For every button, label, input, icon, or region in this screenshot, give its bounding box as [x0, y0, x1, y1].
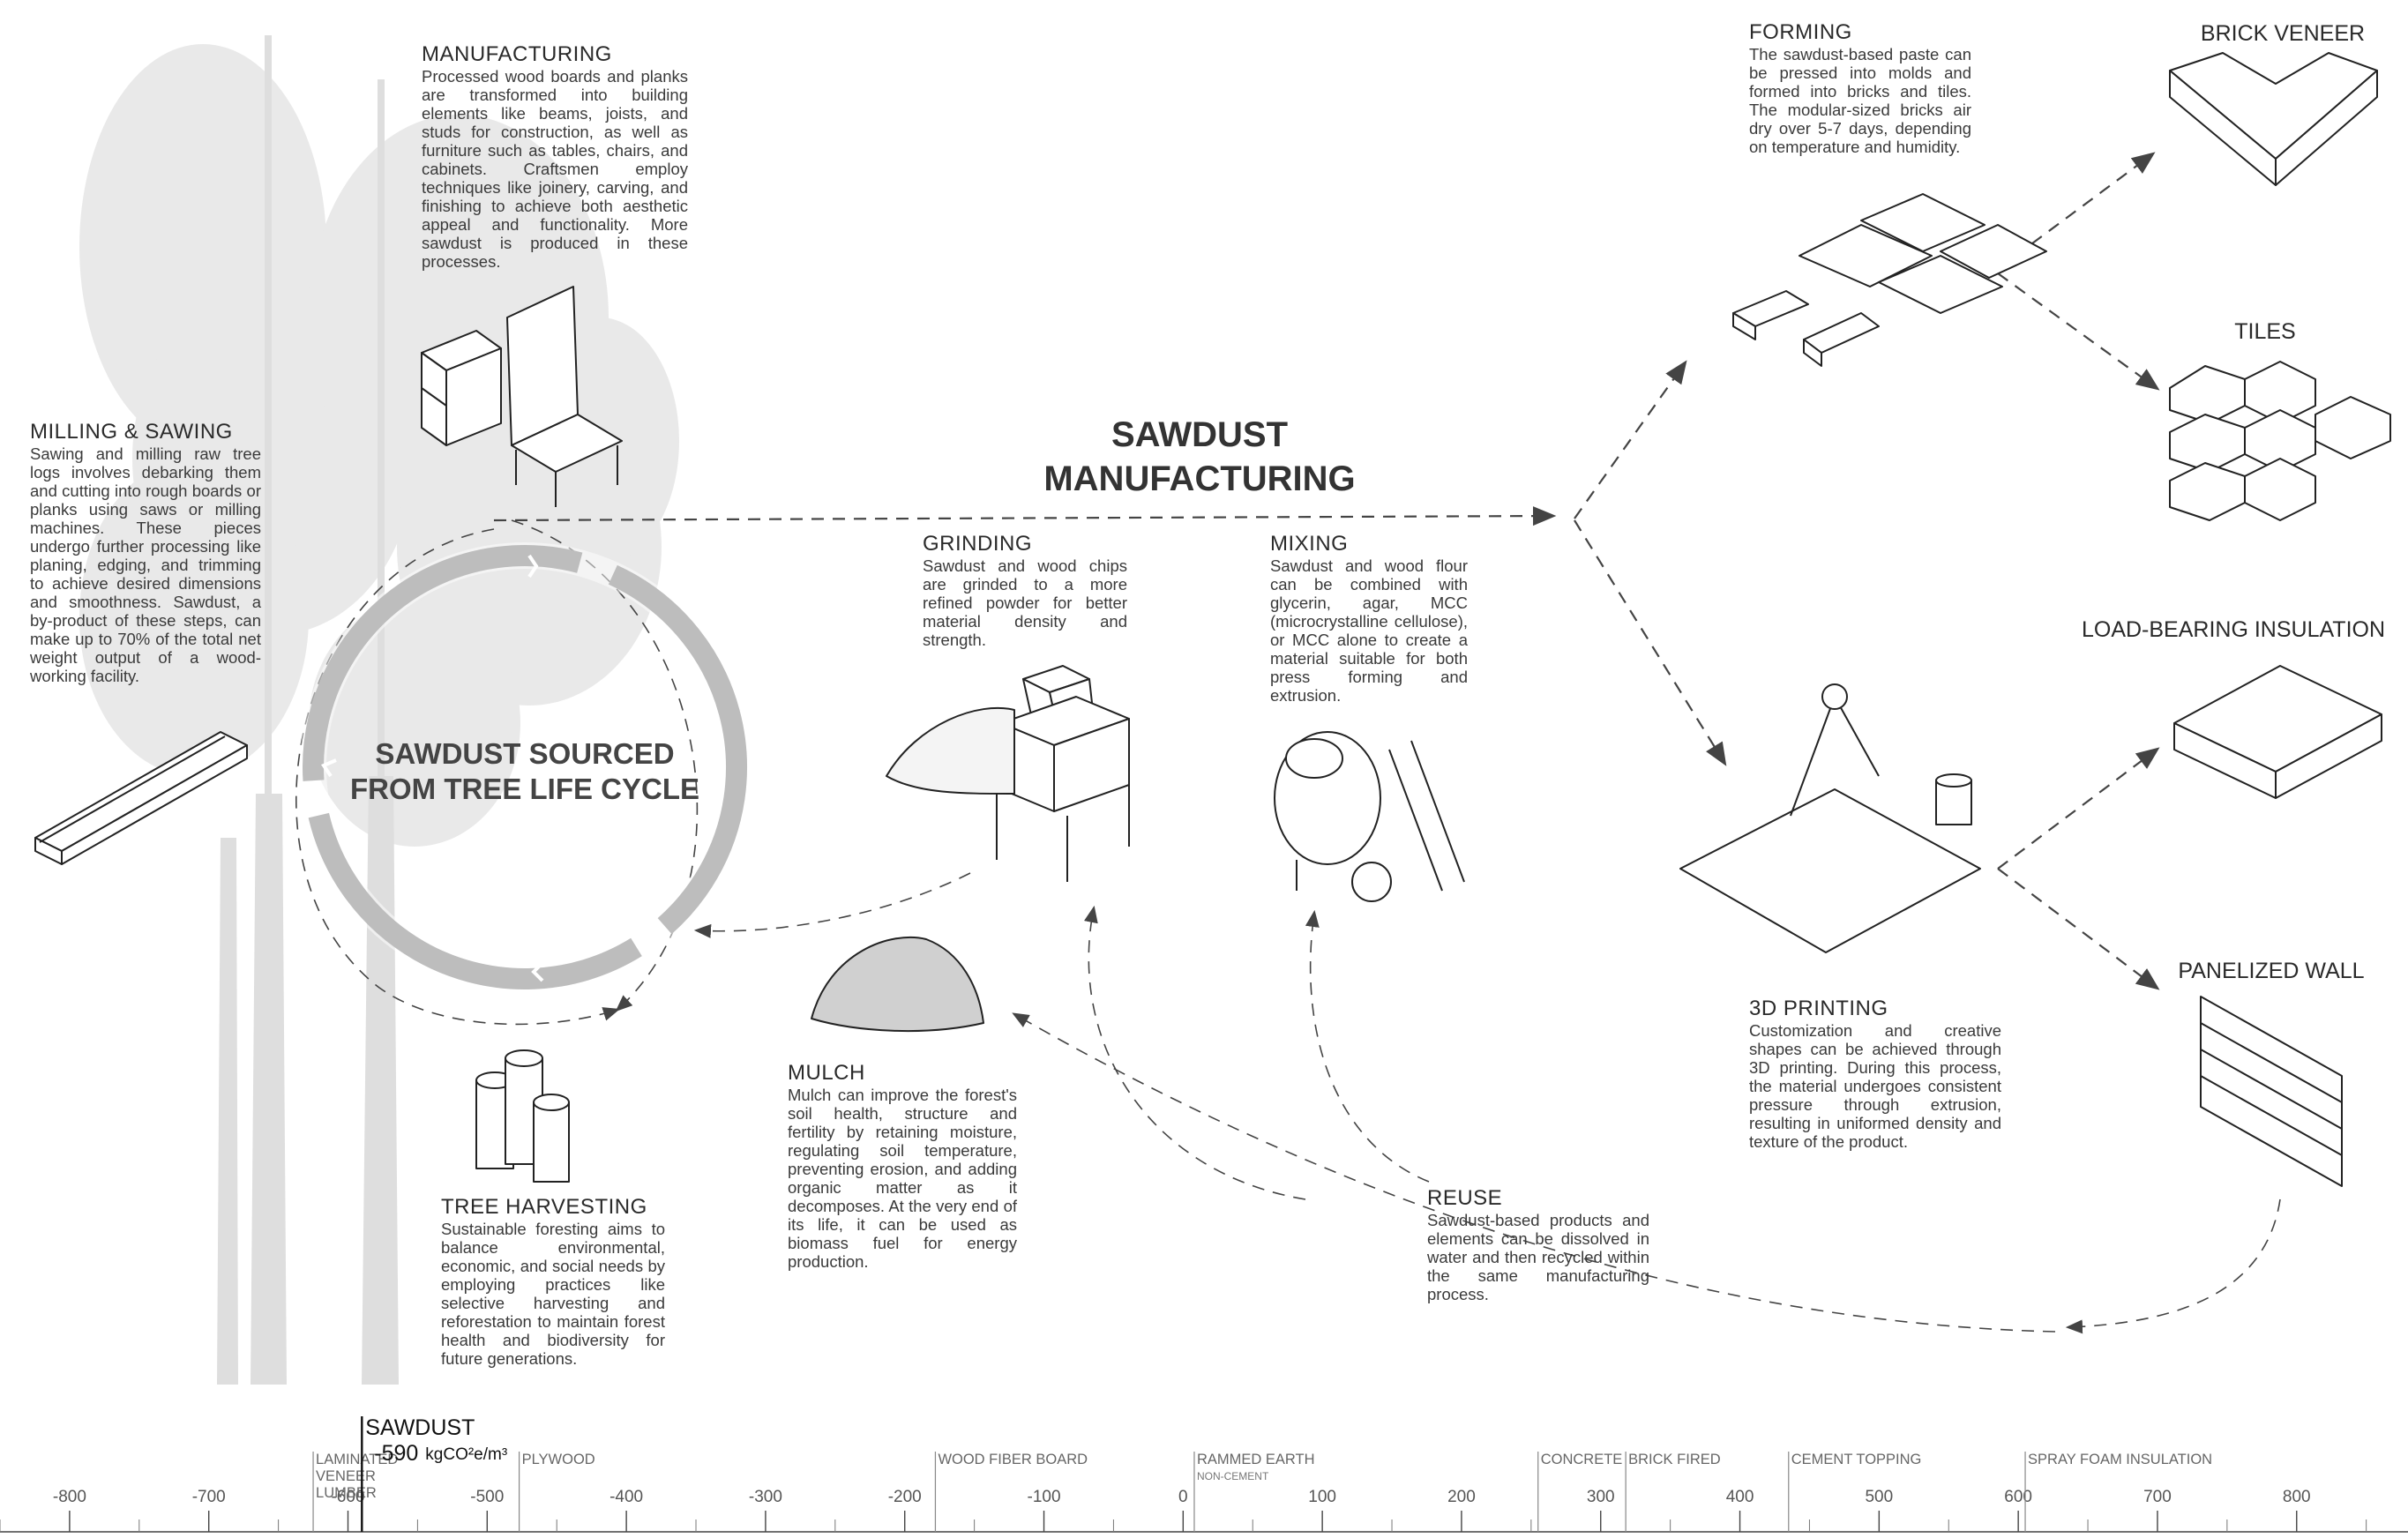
scale-tick-label: -700 — [192, 1488, 226, 1506]
section-body: Sawdust-based products and elements can … — [1427, 1211, 1649, 1303]
label-panelized-wall: PANELIZED WALL — [2178, 959, 2365, 983]
robot-printer-icon — [1679, 683, 1981, 953]
section-body: Mulch can improve the forest's soil heal… — [788, 1086, 1017, 1271]
section-title: GRINDING — [923, 532, 1032, 556]
arrow-reuse-grinding — [1084, 905, 1306, 1200]
section-body: Processed wood boards and planks are tra… — [422, 67, 688, 271]
arrow-cycle-left — [295, 528, 621, 1026]
insulation-icon — [2173, 665, 2382, 799]
material-label: RAMMED EARTH — [1197, 1452, 1315, 1467]
scale-tick-label: -200 — [888, 1488, 922, 1506]
center-title: SAWDUST MANUFACTURING — [1006, 413, 1394, 501]
scale-tick-label: 600 — [2004, 1488, 2032, 1506]
section-grinding: GRINDING Sawdust and wood chips are grin… — [923, 532, 1127, 649]
panel-wall-icon — [2200, 996, 2343, 1187]
center-title-line2: MANUFACTURING — [1043, 459, 1356, 498]
cycle-title: SAWDUST SOURCED FROM TREE LIFE CYCLE — [331, 736, 719, 807]
section-body: Customization and creative shapes can be… — [1749, 1021, 2001, 1151]
molds-icon — [1732, 193, 2047, 367]
scale-tick-label: -500 — [470, 1488, 504, 1506]
brick-veneer-icon — [2169, 52, 2378, 186]
scale-tick-label: 100 — [1308, 1488, 1336, 1506]
section-title: MIXING — [1270, 532, 1349, 556]
logs-icon — [475, 1049, 570, 1183]
scale-tick-label: -600 — [331, 1488, 364, 1506]
section-body: Sawing and milling raw tree logs involve… — [30, 444, 261, 685]
material-label: LAMINATED — [316, 1452, 398, 1467]
material-label: VENEER — [316, 1468, 376, 1484]
arrow-main — [493, 506, 1557, 526]
section-milling: MILLING & SAWING Sawing and milling raw … — [30, 420, 261, 685]
scale-tick-label: 300 — [1587, 1488, 1615, 1506]
arrow-reuse-return — [2065, 1198, 2281, 1334]
scale-tick-label: 200 — [1447, 1488, 1476, 1506]
section-reuse: REUSE Sawdust-based products and element… — [1427, 1186, 1649, 1303]
scale-tick-label: 500 — [1865, 1488, 1893, 1506]
material-label: LUMBER — [316, 1485, 377, 1501]
section-forming: FORMING The sawdust-based paste can be p… — [1749, 20, 1971, 156]
section-title: 3D PRINTING — [1749, 997, 1888, 1020]
arrow-to-printing — [1574, 519, 1727, 766]
grinder-icon — [886, 665, 1130, 882]
cycle-title-line2: FROM TREE LIFE CYCLE — [350, 773, 699, 805]
mixer-icon — [1274, 731, 1465, 902]
hex-tiles-icon — [2169, 361, 2391, 521]
cycle-ring — [300, 542, 750, 992]
sawdust-value: -590 — [374, 1441, 418, 1466]
material-label: CONCRETE — [1541, 1452, 1623, 1467]
label-insulation: LOAD-BEARING INSULATION — [2081, 617, 2386, 642]
section-title: MULCH — [788, 1061, 865, 1085]
section-title: TREE HARVESTING — [441, 1195, 647, 1219]
label-tiles: TILES — [2234, 319, 2296, 344]
material-label: WOOD FIBER BOARD — [938, 1452, 1088, 1467]
arrow-reuse-mixing — [1305, 909, 1430, 1183]
material-label: BRICK FIRED — [1628, 1452, 1721, 1467]
cycle-title-line1: SAWDUST SOURCED — [375, 737, 675, 770]
scale-tick-label: -300 — [749, 1488, 782, 1506]
section-harvesting: TREE HARVESTING Sustainable foresting ai… — [441, 1195, 665, 1368]
scale-tick-label: -400 — [609, 1488, 643, 1506]
mulch-pile-icon — [811, 936, 984, 1033]
planks-icon — [34, 731, 248, 865]
section-body: Sawdust and wood flour can be combined w… — [1270, 556, 1468, 705]
material-label: CEMENT TOPPING — [1791, 1452, 1922, 1467]
arrow-to-tiles — [1997, 273, 2160, 391]
scale-tick-label: -800 — [53, 1488, 86, 1506]
section-title: FORMING — [1749, 20, 1852, 44]
furniture-icon — [421, 286, 623, 507]
sawdust-unit: kgCO²e/m³ — [425, 1445, 507, 1464]
section-mixing: MIXING Sawdust and wood flour can be com… — [1270, 532, 1468, 705]
arrow-to-insulation — [1997, 747, 2160, 870]
arrow-to-forming — [1574, 360, 1687, 519]
arrow-to-panel — [1997, 868, 2160, 990]
section-body: The sawdust-based paste can be pressed i… — [1749, 45, 1971, 156]
center-title-line1: SAWDUST — [1111, 415, 1288, 454]
scale-tick-label: 400 — [1726, 1488, 1754, 1506]
section-body: Sustainable foresting aims to balance en… — [441, 1220, 665, 1368]
label-brick-veneer: BRICK VENEER — [2200, 21, 2366, 46]
arrow-reuse-mulch — [1012, 1012, 2056, 1333]
section-title: MANUFACTURING — [422, 42, 612, 66]
scale-tick-label: -100 — [1028, 1488, 1061, 1506]
section-printing: 3D PRINTING Customization and creative s… — [1749, 997, 2001, 1151]
carbon-scale: -800 -700 -600 -500 -400 -300 -200 -100 0 100 200 3… — [0, 1415, 2408, 1533]
scale-tick-label: 800 — [2283, 1488, 2311, 1506]
section-title: MILLING & SAWING — [30, 420, 233, 444]
section-body: Sawdust and wood chips are grinded to a … — [923, 556, 1127, 649]
material-label: PLYWOOD — [522, 1452, 595, 1467]
section-title: REUSE — [1427, 1186, 1503, 1210]
scale-tick-label: 700 — [2143, 1488, 2172, 1506]
section-manufacturing: MANUFACTURING Processed wood boards and … — [422, 42, 688, 271]
section-mulch: MULCH Mulch can improve the forest's soi… — [788, 1061, 1017, 1271]
scale-tick-label: 0 — [1178, 1488, 1188, 1506]
material-label: SPRAY FOAM INSULATION — [2028, 1452, 2212, 1467]
sawdust-label: SAWDUST — [365, 1415, 475, 1440]
material-sublabel: NON-CEMENT — [1197, 1470, 1269, 1482]
